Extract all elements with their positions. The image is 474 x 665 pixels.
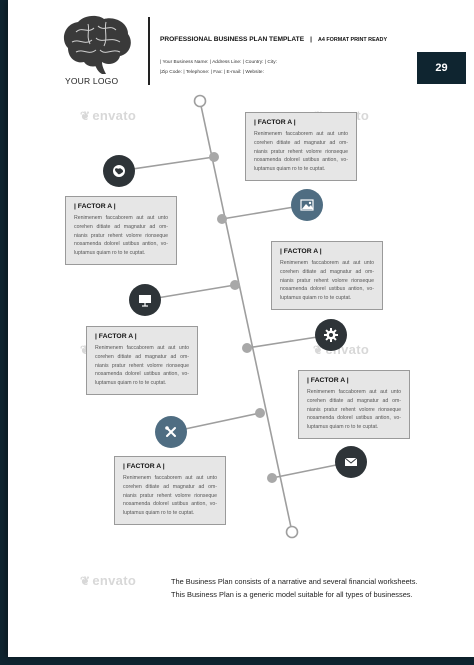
timeline-end-node: [285, 525, 299, 539]
factor-box: | FACTOR A | Renimenem faccaborem aut au…: [271, 241, 383, 310]
logo-text: YOUR LOGO: [65, 76, 119, 86]
gear-icon-badge: [315, 319, 347, 351]
footer-line-2: This Business Plan is a generic model su…: [171, 590, 413, 599]
globe-icon: [113, 165, 125, 177]
watermark-text: envato: [92, 573, 137, 588]
factor-body: Renimenem faccaborem aut aut unto corehe…: [307, 389, 401, 431]
format-text: A4 FORMAT PRINT READY: [317, 37, 388, 43]
contact-info: | Your Business Name: | Address Line: | …: [160, 58, 277, 78]
gear-icon: [324, 328, 338, 342]
tools-icon: [165, 426, 176, 437]
factor-body: Renimenem faccaborem aut aut unto corehe…: [123, 475, 217, 517]
title-separator: |: [310, 36, 312, 43]
factor-box: | FACTOR A | Renimenem faccaborem aut au…: [298, 370, 410, 439]
timeline-node: [230, 280, 240, 290]
footer-text: The Business Plan consists of a narrativ…: [171, 575, 417, 601]
factor-title: | FACTOR A |: [307, 377, 349, 384]
tools-icon-badge: [155, 416, 187, 448]
footer-line-1: The Business Plan consists of a narrativ…: [171, 577, 418, 586]
factor-body: Renimenem faccaborem aut aut unto corehe…: [74, 215, 168, 257]
factor-body: Renimenem faccaborem aut aut unto corehe…: [254, 131, 348, 173]
factor-box: | FACTOR A | Renimenem faccaborem aut au…: [86, 326, 198, 395]
page-number: 29: [417, 52, 466, 84]
timeline-spine: [199, 100, 293, 533]
timeline-node: [242, 343, 252, 353]
watermark: ❦envato: [80, 573, 137, 588]
image-icon-badge: [291, 189, 323, 221]
factor-title: | FACTOR A |: [123, 463, 165, 470]
factor-body: Renimenem faccaborem aut aut unto corehe…: [95, 345, 189, 387]
title-text: PROFESSIONAL BUSINESS PLAN TEMPLATE: [160, 36, 305, 43]
presentation-icon: [139, 295, 151, 307]
globe-icon-badge: [103, 155, 135, 187]
timeline-node: [217, 214, 227, 224]
presentation-icon-badge: [129, 284, 161, 316]
factor-box: | FACTOR A | Renimenem faccaborem aut au…: [114, 456, 226, 525]
factor-title: | FACTOR A |: [280, 248, 322, 255]
factor-box: | FACTOR A | Renimenem faccaborem aut au…: [245, 112, 357, 181]
factor-body: Renimenem faccaborem aut aut unto corehe…: [280, 260, 374, 302]
image-icon: [300, 199, 314, 211]
timeline-node: [255, 408, 265, 418]
timeline-node: [209, 152, 219, 162]
timeline-graphic: [118, 94, 352, 539]
factor-title: | FACTOR A |: [254, 119, 296, 126]
timeline-node: [267, 473, 277, 483]
contact-line-1: | Your Business Name: | Address Line: | …: [160, 60, 277, 65]
header-divider: [148, 17, 150, 85]
factor-box: | FACTOR A | Renimenem faccaborem aut au…: [65, 196, 177, 265]
brain-logo-icon: [63, 15, 131, 74]
contact-line-2: |Zip Code: | Telephone: | Fax: | E-mail:…: [160, 70, 264, 75]
mail-icon-badge: [335, 446, 367, 478]
factor-title: | FACTOR A |: [95, 333, 137, 340]
factor-title: | FACTOR A |: [74, 203, 116, 210]
mail-icon: [344, 457, 358, 466]
document-page: YOUR LOGO PROFESSIONAL BUSINESS PLAN TEM…: [8, 0, 474, 657]
watermark: ❦envato: [80, 108, 137, 123]
watermark-text: envato: [92, 108, 137, 123]
document-title: PROFESSIONAL BUSINESS PLAN TEMPLATE | A4 F…: [160, 36, 387, 43]
timeline-start-node: [193, 94, 207, 108]
